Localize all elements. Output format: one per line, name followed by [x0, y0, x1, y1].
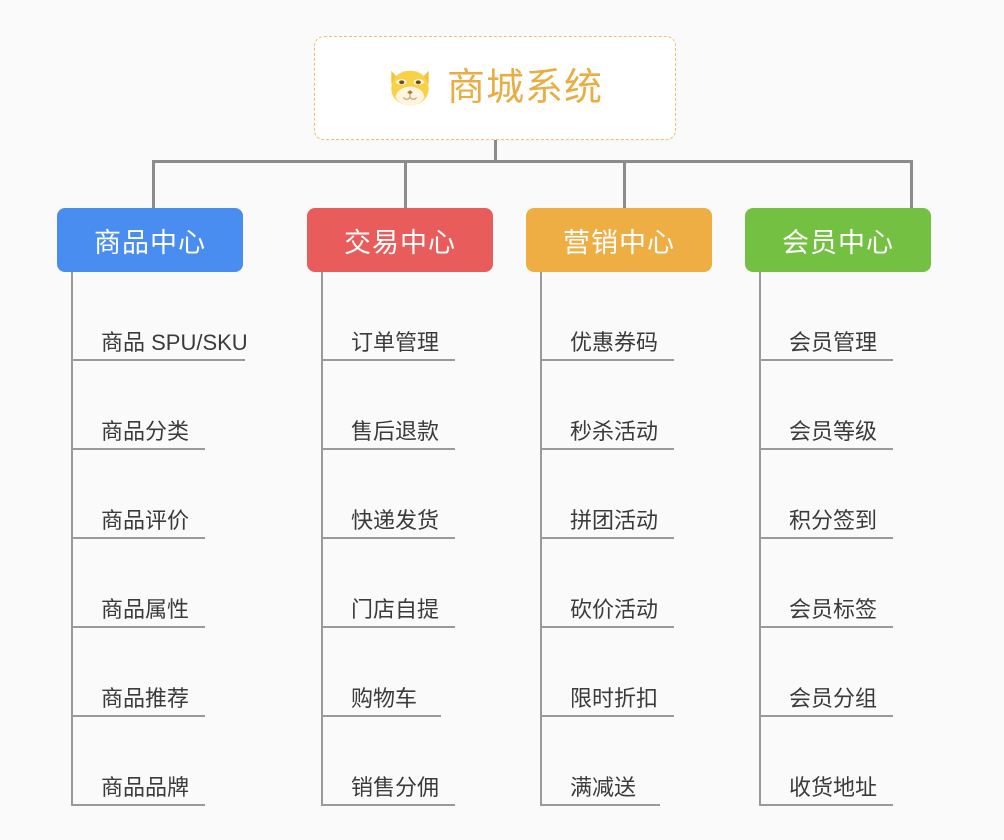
leaf-underline — [540, 448, 674, 450]
leaf-underline — [71, 626, 205, 628]
connector-horizontal-bus — [152, 160, 913, 163]
leaf-underline — [71, 715, 205, 717]
leaf-underline — [71, 448, 205, 450]
leaf-label: 优惠券码 — [570, 330, 659, 355]
leaf-underline — [321, 359, 455, 361]
column-marketing-center: 营销中心优惠券码秒杀活动拼团活动砍价活动限时折扣满减送 — [526, 208, 712, 806]
leaf-item[interactable]: 商品推荐 — [57, 628, 243, 717]
leaf-underline — [540, 626, 674, 628]
leaf-item[interactable]: 限时折扣 — [526, 628, 712, 717]
leaf-item[interactable]: 会员分组 — [745, 628, 931, 717]
root-node[interactable]: 商城系统 — [314, 36, 676, 140]
leaf-underline — [321, 537, 455, 539]
column-header-marketing-center[interactable]: 营销中心 — [526, 208, 712, 272]
leaf-underline — [759, 359, 893, 361]
leaf-item[interactable]: 订单管理 — [307, 272, 493, 361]
column-header-label: 营销中心 — [563, 227, 675, 258]
column-product-center: 商品中心商品 SPU/SKU 商品分类商品评价商品属性商品推荐商品品牌 — [57, 208, 248, 806]
leaf-item[interactable]: 商品分类 — [57, 361, 243, 450]
leaf-item[interactable]: 优惠券码 — [526, 272, 712, 361]
leaf-list-product-center: 商品 SPU/SKU 商品分类商品评价商品属性商品推荐商品品牌 — [57, 272, 248, 806]
leaf-underline — [321, 804, 455, 806]
connector-drop-1 — [152, 160, 155, 210]
connector-root-stem — [494, 140, 497, 162]
leaf-underline — [759, 715, 893, 717]
column-header-label: 交易中心 — [344, 227, 456, 258]
leaf-list-member-center: 会员管理会员等级积分签到会员标签会员分组收货地址 — [745, 272, 931, 806]
leaf-underline — [71, 804, 205, 806]
column-header-member-center[interactable]: 会员中心 — [745, 208, 931, 272]
leaf-underline — [540, 359, 674, 361]
leaf-underline — [759, 804, 893, 806]
leaf-label: 会员管理 — [789, 330, 878, 355]
leaf-item[interactable]: 会员标签 — [745, 539, 931, 628]
connector-drop-2 — [404, 160, 407, 210]
leaf-label: 订单管理 — [351, 330, 440, 355]
leaf-item[interactable]: 购物车 — [307, 628, 493, 717]
leaf-underline — [540, 715, 674, 717]
leaf-label: 会员标签 — [789, 597, 878, 622]
leaf-label: 满减送 — [570, 775, 637, 800]
root-title: 商城系统 — [446, 67, 603, 109]
leaf-item[interactable]: 商品属性 — [57, 539, 243, 628]
leaf-underline — [321, 626, 455, 628]
column-member-center: 会员中心会员管理会员等级积分签到会员标签会员分组收货地址 — [745, 208, 931, 806]
connector-drop-4 — [910, 160, 913, 210]
column-header-label: 商品中心 — [94, 227, 206, 258]
leaf-item[interactable]: 砍价活动 — [526, 539, 712, 628]
leaf-underline — [71, 537, 205, 539]
leaf-label: 会员等级 — [789, 419, 878, 444]
leaf-item[interactable]: 会员管理 — [745, 272, 931, 361]
leaf-item[interactable]: 售后退款 — [307, 361, 493, 450]
leaf-item[interactable]: 商品 SPU/SKU — [57, 272, 248, 361]
leaf-underline — [759, 537, 893, 539]
leaf-label: 拼团活动 — [570, 508, 659, 533]
leaf-item[interactable]: 门店自提 — [307, 539, 493, 628]
leaf-item[interactable]: 收货地址 — [745, 717, 931, 806]
column-header-label: 会员中心 — [782, 227, 894, 258]
leaf-label: 商品 SPU/SKU — [101, 330, 248, 355]
leaf-label: 商品分类 — [101, 419, 190, 444]
leaf-list-marketing-center: 优惠券码秒杀活动拼团活动砍价活动限时折扣满减送 — [526, 272, 712, 806]
leaf-item[interactable]: 拼团活动 — [526, 450, 712, 539]
leaf-label: 收货地址 — [789, 775, 878, 800]
leaf-underline — [321, 715, 441, 717]
leaf-label: 秒杀活动 — [570, 419, 659, 444]
leaf-item[interactable]: 商品评价 — [57, 450, 243, 539]
column-header-product-center[interactable]: 商品中心 — [57, 208, 243, 272]
leaf-underline — [759, 448, 893, 450]
column-header-trade-center[interactable]: 交易中心 — [307, 208, 493, 272]
leaf-label: 限时折扣 — [570, 686, 659, 711]
leaf-label: 商品品牌 — [101, 775, 190, 800]
leaf-label: 商品属性 — [101, 597, 190, 622]
connector-drop-3 — [623, 160, 626, 210]
leaf-item[interactable]: 积分签到 — [745, 450, 931, 539]
column-trade-center: 交易中心订单管理售后退款快递发货门店自提购物车销售分佣 — [307, 208, 493, 806]
leaf-underline — [321, 448, 455, 450]
leaf-underline — [540, 804, 660, 806]
leaf-label: 砍价活动 — [570, 597, 659, 622]
leaf-item[interactable]: 快递发货 — [307, 450, 493, 539]
leaf-item[interactable]: 秒杀活动 — [526, 361, 712, 450]
leaf-item[interactable]: 满减送 — [526, 717, 712, 806]
leaf-label: 售后退款 — [351, 419, 440, 444]
leaf-label: 积分签到 — [789, 508, 878, 533]
leaf-label: 购物车 — [351, 686, 418, 711]
leaf-label: 销售分佣 — [351, 775, 440, 800]
leaf-item[interactable]: 会员等级 — [745, 361, 931, 450]
shiba-dog-face-icon — [391, 70, 429, 106]
leaf-underline — [759, 626, 893, 628]
leaf-item[interactable]: 商品品牌 — [57, 717, 243, 806]
leaf-label: 商品推荐 — [101, 686, 190, 711]
leaf-underline — [540, 537, 674, 539]
leaf-label: 商品评价 — [101, 508, 190, 533]
leaf-list-trade-center: 订单管理售后退款快递发货门店自提购物车销售分佣 — [307, 272, 493, 806]
leaf-label: 门店自提 — [351, 597, 440, 622]
leaf-item[interactable]: 销售分佣 — [307, 717, 493, 806]
leaf-underline — [71, 359, 245, 361]
leaf-label: 快递发货 — [351, 508, 440, 533]
leaf-label: 会员分组 — [789, 686, 878, 711]
